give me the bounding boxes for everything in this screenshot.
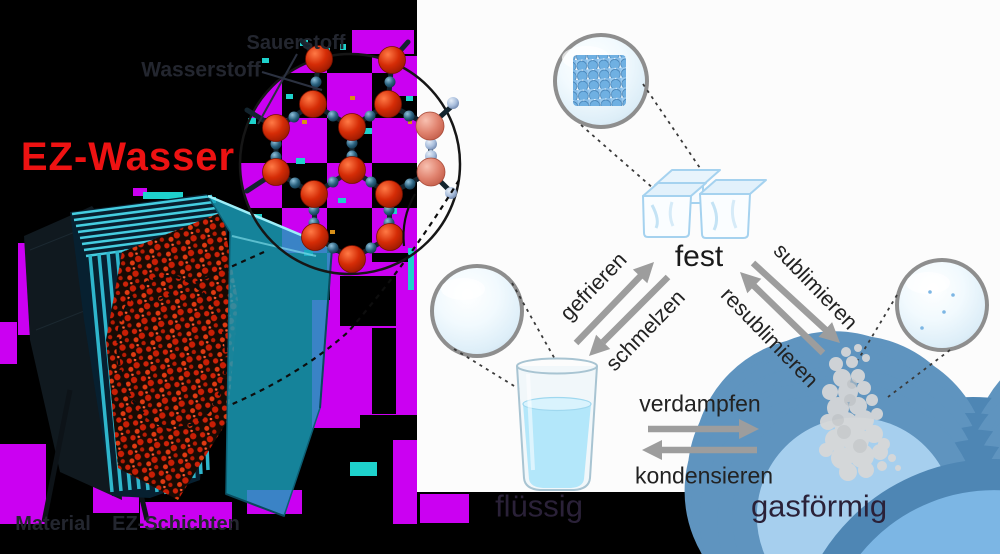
steam-cloud-icon [819,344,901,481]
state-label-gas: gasförmig [750,488,888,524]
label-pointer-lines [257,53,323,125]
water-glass-icon [516,357,598,491]
melting-arrow [589,274,671,356]
state-label-liquid: flüssig [495,488,583,524]
evaporation-label: verdampfen [639,390,761,417]
particle-link-dashes [453,83,951,398]
condensation-arrow [642,440,757,460]
sublimation-arrow [750,260,840,343]
particle-circle-liquid [430,264,1000,554]
oxygen-atoms [262,45,446,273]
material-caption: Material [15,513,91,535]
molecule-zoom-circle [238,38,462,276]
hydrogen-label: Wasserstoff [141,58,261,82]
ez-layers-caption: EZ-Schichten [112,513,240,535]
particle-circle-gas [895,258,989,352]
ez-water-molecules-patch [106,212,238,500]
crystal-illustration [24,194,333,523]
zoom-link-dashes [147,179,460,408]
crystal-leg [41,389,73,523]
deposition-arrow [740,272,826,356]
condensation-label: kondensieren [634,462,774,489]
oxygen-label: Sauerstoff [246,32,346,54]
evaporation-arrow [648,419,759,439]
particle-circle-solid [553,33,649,129]
cyan-speckles [143,40,414,476]
ez-water-title: EZ-Wasser [20,135,236,179]
freezing-arrow [573,262,654,346]
zoom-source-ellipse [116,274,228,430]
ice-cubes-icon [642,169,767,239]
state-label-solid: fest [674,240,724,273]
transition-arrows [573,260,840,460]
gas-molecules [920,290,955,330]
